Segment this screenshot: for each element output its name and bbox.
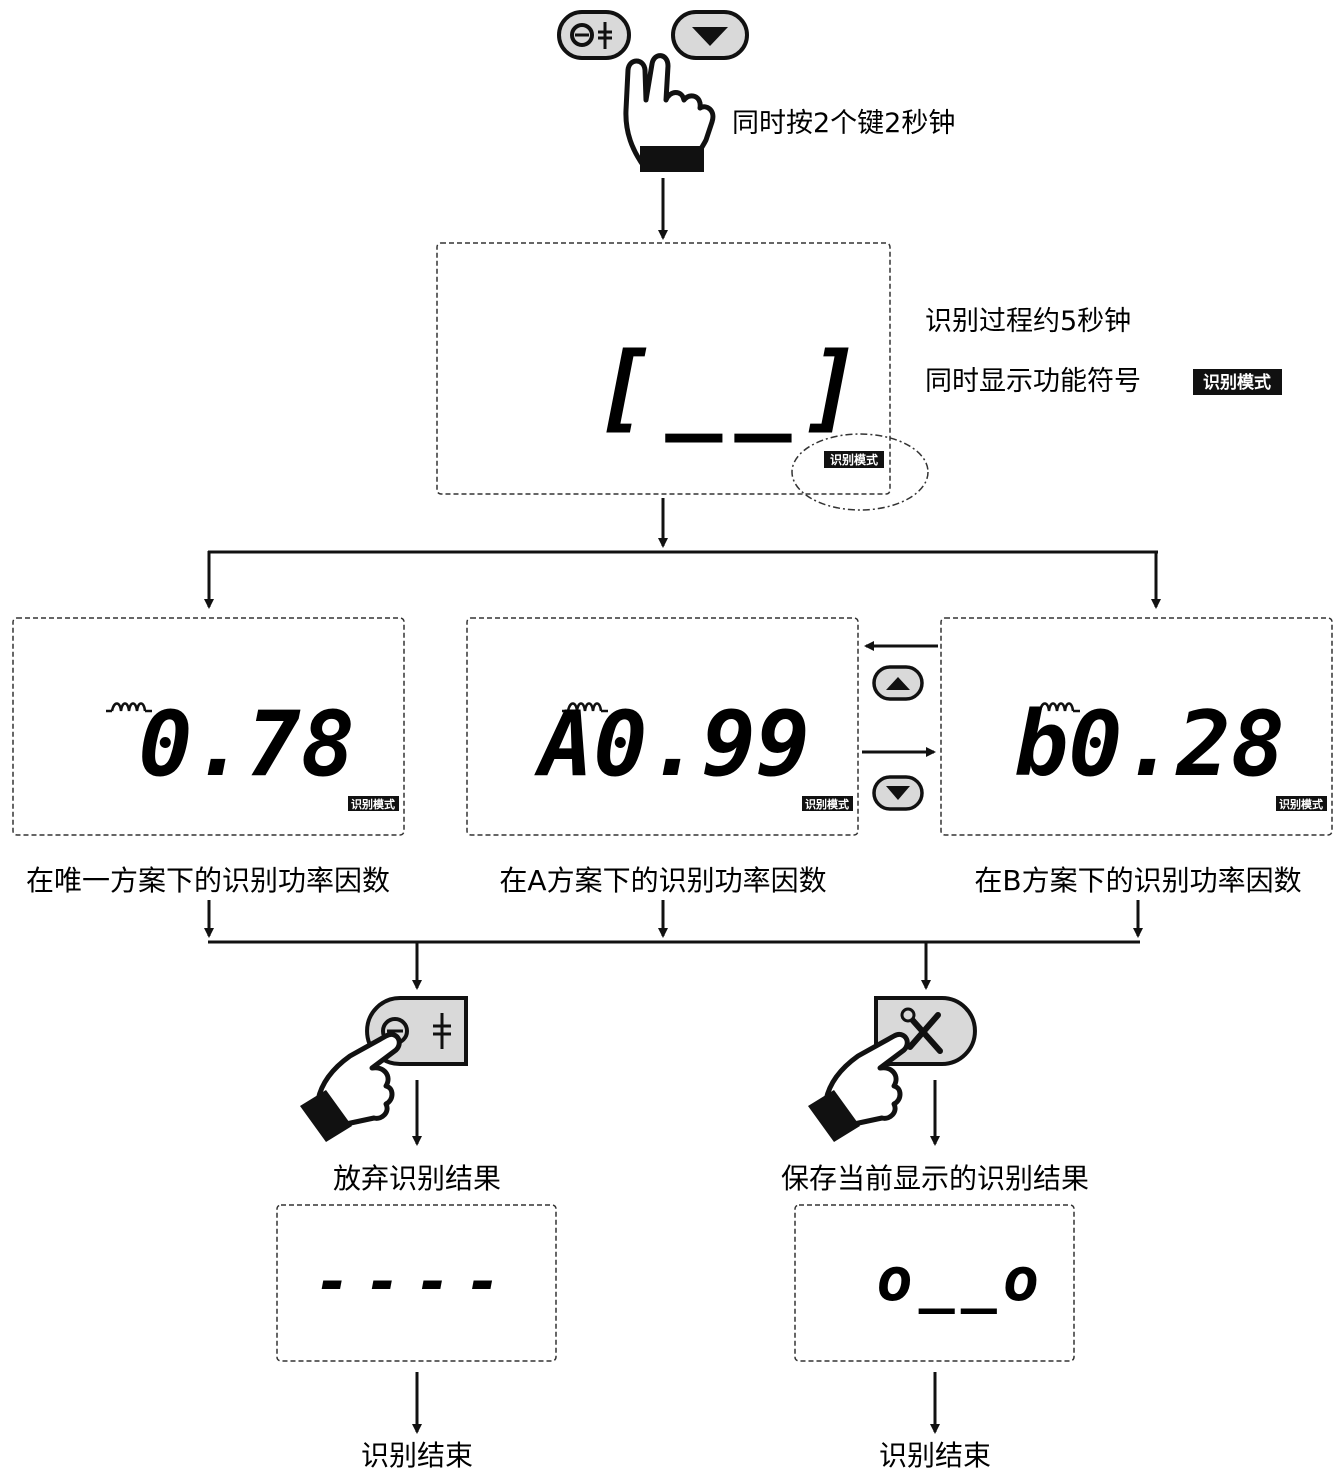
down-arrow-icon (692, 27, 728, 46)
up-arrow-icon (886, 677, 910, 690)
identify-display-digits: [__] (596, 333, 873, 443)
b-value: b0.28 (1014, 692, 1285, 797)
cancel-display-value: ---- (315, 1247, 516, 1317)
top-down-button[interactable] (671, 10, 749, 60)
b-badge-text: 识别模式 (1279, 797, 1323, 811)
identify-badge-text: 识别模式 (830, 452, 878, 467)
b-panel (940, 617, 1333, 836)
b-badge (1276, 796, 1327, 811)
identify-note-line2: 同时显示功能符号 (925, 366, 1141, 397)
switch-up-button[interactable] (872, 665, 924, 701)
save-end-label: 识别结束 (879, 1439, 991, 1472)
a-badge-text: 识别模式 (805, 797, 849, 811)
pressing-hand-icon (623, 53, 716, 172)
single-caption: 在唯一方案下的识别功率因数 (26, 864, 390, 897)
save-label: 保存当前显示的识别结果 (781, 1162, 1089, 1195)
cancel-end-label: 识别结束 (361, 1439, 473, 1472)
identify-display (436, 242, 891, 495)
single-value: 0.78 (138, 692, 355, 797)
single-badge-text: 识别模式 (351, 797, 395, 811)
a-caption: 在A方案下的识别功率因数 (499, 864, 826, 897)
pressing-hand-icon (808, 1032, 910, 1142)
wrench-screwdriver-icon (900, 1007, 943, 1054)
b-caption: 在B方案下的识别功率因数 (974, 864, 1301, 897)
a-value: A0.99 (534, 692, 810, 797)
step1-instruction: 同时按2个键2秒钟 (732, 108, 955, 139)
cancel-label: 放弃识别结果 (333, 1162, 501, 1195)
single-panel (12, 617, 405, 836)
badge-highlight-ellipse (791, 433, 929, 511)
switch-down-button[interactable] (872, 775, 924, 811)
down-arrow-icon (886, 786, 910, 800)
single-badge (348, 796, 399, 811)
a-panel (466, 617, 859, 836)
note-badge (1193, 369, 1282, 395)
note-badge-text: 识别模式 (1203, 372, 1271, 393)
identify-badge (824, 451, 884, 468)
save-display-value: o__o (877, 1245, 1046, 1315)
identify-note-line1: 识别过程约5秒钟 (925, 306, 1131, 337)
pressing-hand-icon (300, 1032, 402, 1142)
top-identify-button[interactable] (557, 10, 631, 60)
identify-key-icon (570, 23, 594, 47)
a-badge (802, 796, 853, 811)
